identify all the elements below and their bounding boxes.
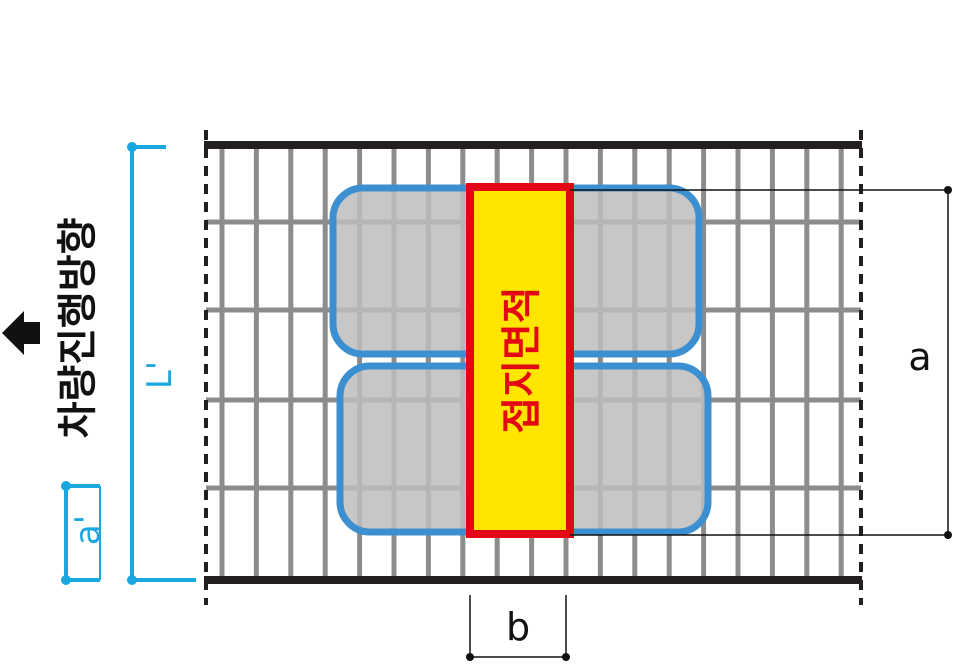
dimension-a-prime-label: a' <box>68 515 108 545</box>
direction-label: 차량진행방향 <box>55 218 101 439</box>
contact-area-box <box>466 183 574 538</box>
dimension-a-prime: a' <box>61 481 108 585</box>
dimension-b: b <box>466 595 570 661</box>
contact-area-label: 접지면적 <box>499 286 545 433</box>
dimension-L-prime-label: L' <box>140 361 180 389</box>
dimension-L-prime: L' <box>127 142 196 585</box>
dimension-a: a <box>570 186 952 539</box>
dimension-b-label: b <box>506 605 530 649</box>
arrow-left-icon <box>2 311 40 355</box>
dimension-a-label: a <box>908 335 931 379</box>
